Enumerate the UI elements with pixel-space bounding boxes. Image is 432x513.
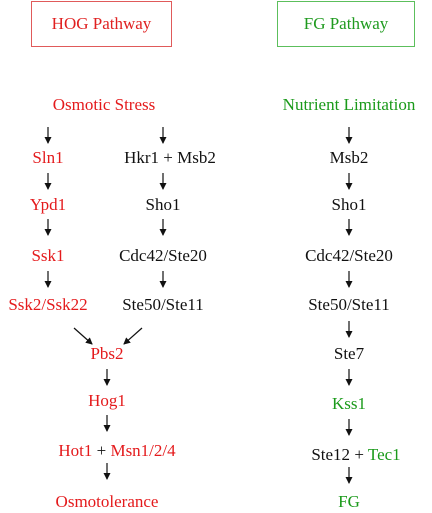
arrow-ste50-to-pbs2 <box>123 327 143 345</box>
node-ste12: Ste12 <box>311 445 351 464</box>
fg-pathway-title-box: FG Pathway <box>277 1 415 47</box>
node-ssk2-ssk22: Ssk2/Ssk22 <box>8 295 88 314</box>
node-sho1-hog: Sho1 <box>145 195 181 214</box>
hog-pathway-title: HOG Pathway <box>51 14 152 33</box>
node-hot1-msn: Hot1 + Msn1/2/4 <box>58 441 175 461</box>
node-sln1: Sln1 <box>32 148 64 167</box>
node-ste12-tec1: Ste12 + Tec1 <box>311 445 400 465</box>
arrow-ssk2-to-pbs2 <box>73 327 93 345</box>
node-ste7: Ste7 <box>333 344 365 363</box>
node-sho1-fg: Sho1 <box>331 195 367 214</box>
node-ste50-ste11-hog: Ste50/Ste11 <box>122 295 204 314</box>
node-msn1-2-4: Msn1/2/4 <box>110 441 176 460</box>
hog-pathway-title-box: HOG Pathway <box>31 1 172 47</box>
node-pbs2: Pbs2 <box>90 344 124 363</box>
node-hog1: Hog1 <box>88 391 126 410</box>
node-msb2-fg: Msb2 <box>329 148 369 167</box>
node-cdc42-ste20-hog: Cdc42/Ste20 <box>119 246 207 265</box>
node-hot1: Hot1 <box>58 441 93 460</box>
node-tec1: Tec1 <box>367 445 401 464</box>
node-cdc42-ste20-fg: Cdc42/Ste20 <box>305 246 393 265</box>
node-fg-outcome: FG <box>338 492 360 511</box>
node-kss1: Kss1 <box>331 394 367 413</box>
plus-sign-hog: + <box>96 441 107 460</box>
plus-sign-fg: + <box>354 445 364 464</box>
node-hkr1-msb2: Hkr1 + Msb2 <box>124 148 216 167</box>
fg-pathway-title: FG Pathway <box>303 14 389 33</box>
node-osmotic-stress: Osmotic Stress <box>52 95 156 114</box>
node-ste50-ste11-fg: Ste50/Ste11 <box>308 295 390 314</box>
node-osmotolerance: Osmotolerance <box>55 492 159 511</box>
node-ypd1: Ypd1 <box>29 195 67 214</box>
node-ssk1: Ssk1 <box>31 246 65 265</box>
node-nutrient-limitation: Nutrient Limitation <box>282 95 416 114</box>
